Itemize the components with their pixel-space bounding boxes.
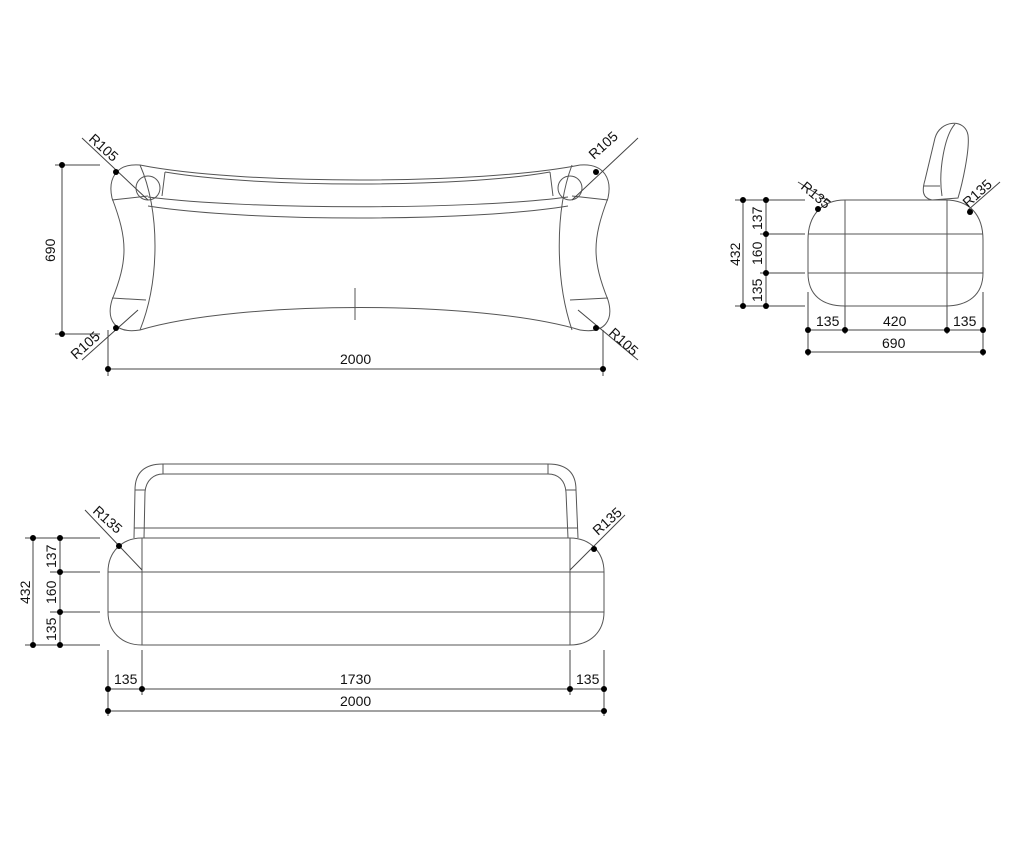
side-view: R135 R135 432 137 160 135 135 420 135 [727,122,1001,356]
radius-label: R135 [90,502,126,536]
height-total-dimension: 432 [727,242,743,266]
seg-bot-dimension: 135 [43,617,59,641]
width-dimension: 2000 [340,351,371,367]
w-left-dimension: 135 [114,671,138,687]
w-left-dimension: 135 [816,313,840,329]
height-total-dimension: 432 [17,580,33,604]
seg-bot-dimension: 135 [749,278,765,302]
w-total-dimension: 690 [882,335,906,351]
seg-mid-dimension: 160 [749,241,765,265]
radius-label: R135 [959,176,995,210]
top-view: R105 R105 R105 R105 690 2000 [42,128,642,376]
w-mid-dimension: 420 [883,313,907,329]
seg-top-dimension: 137 [43,544,59,568]
depth-dimension: 690 [42,238,58,262]
radius-label: R105 [86,130,122,164]
seg-mid-dimension: 160 [43,580,59,604]
w-right-dimension: 135 [576,671,600,687]
radius-label: R105 [585,128,621,162]
w-mid-dimension: 1730 [340,671,371,687]
front-view: R135 R135 432 137 160 135 135 1730 135 [17,463,626,716]
w-total-dimension: 2000 [340,693,371,709]
radius-label: R105 [606,324,642,358]
w-right-dimension: 135 [953,313,977,329]
seg-top-dimension: 137 [749,206,765,230]
